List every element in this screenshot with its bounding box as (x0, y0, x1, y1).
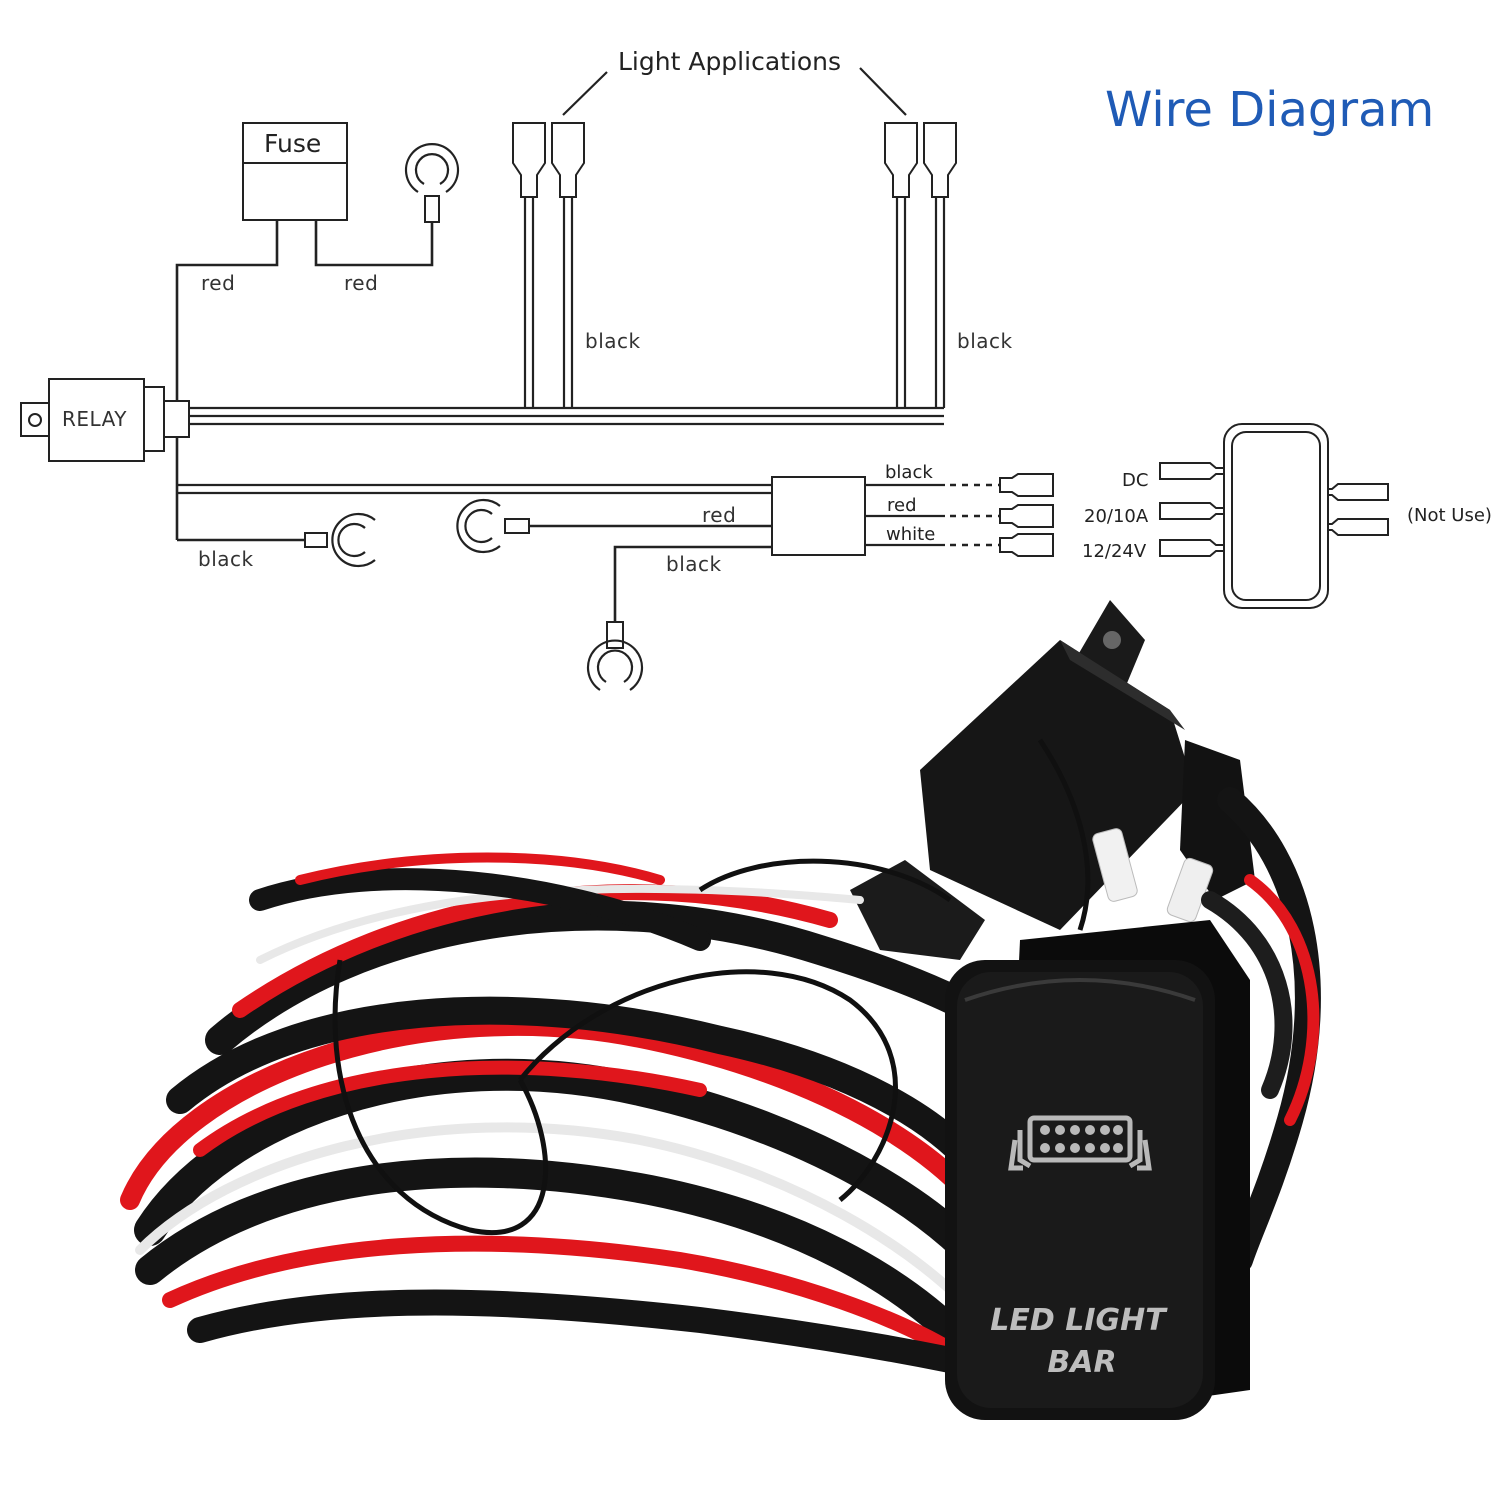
harness-photo: LED LIGHT BAR (120, 600, 1321, 1420)
fuse-label: Fuse (264, 129, 321, 158)
switch-text-line2: BAR (1047, 1345, 1116, 1380)
relay-body (920, 640, 1195, 930)
pin-dc-label: DC (1122, 470, 1148, 491)
pin-volt-label: 12/24V (1082, 541, 1147, 562)
connector-black-label: black (885, 462, 933, 483)
wire-red-left (175, 220, 279, 405)
connector-white-label: white (886, 524, 935, 545)
wire-bundle (120, 787, 1321, 1373)
ring-terminal-left-icon (304, 512, 376, 568)
light-connector-right (884, 122, 957, 408)
fuse-block: Fuse (242, 122, 348, 221)
pin-amp-label: 20/10A (1084, 506, 1149, 527)
red-label-lower: red (702, 503, 736, 527)
main-harness (189, 406, 944, 426)
white-connector-2 (1166, 857, 1214, 923)
not-use-label: (Not Use) (1407, 505, 1492, 526)
page-title: Wire Diagram (1105, 82, 1434, 138)
thin-wires (332, 738, 1091, 1235)
light-applications-label: Light Applications (618, 47, 841, 76)
black-label-lower-left: black (198, 547, 254, 571)
ring-terminal-bottom-icon (586, 621, 644, 691)
wire-red-right (314, 220, 434, 267)
fuse-holder (850, 860, 985, 960)
ring-terminal-mid-icon (456, 498, 530, 554)
harness-spade-connectors (999, 473, 1054, 557)
rocker-switch-photo: LED LIGHT BAR (945, 920, 1250, 1420)
switch-harness-junction (771, 476, 866, 556)
black-wire-label-2: black (957, 329, 1013, 353)
relay-block: RELAY (20, 378, 190, 462)
black-label-lower-mid: black (666, 552, 722, 576)
red-wire-label-right: red (344, 271, 378, 295)
leader-line-left (562, 71, 608, 116)
light-bar-icon (1008, 1115, 1152, 1171)
rocker-switch-schematic (1159, 423, 1389, 609)
connector-red-label: red (887, 495, 917, 516)
white-connector-1 (1092, 828, 1138, 902)
wire-black-ground-mid (613, 545, 772, 625)
red-wire-label-left: red (201, 271, 235, 295)
ring-terminal-top-icon (404, 142, 460, 223)
relay-label: RELAY (62, 407, 127, 431)
switch-text-line1: LED LIGHT (990, 1303, 1168, 1338)
light-connector-left (512, 122, 585, 408)
black-wire-label-1: black (585, 329, 641, 353)
leader-line-right (859, 67, 907, 116)
